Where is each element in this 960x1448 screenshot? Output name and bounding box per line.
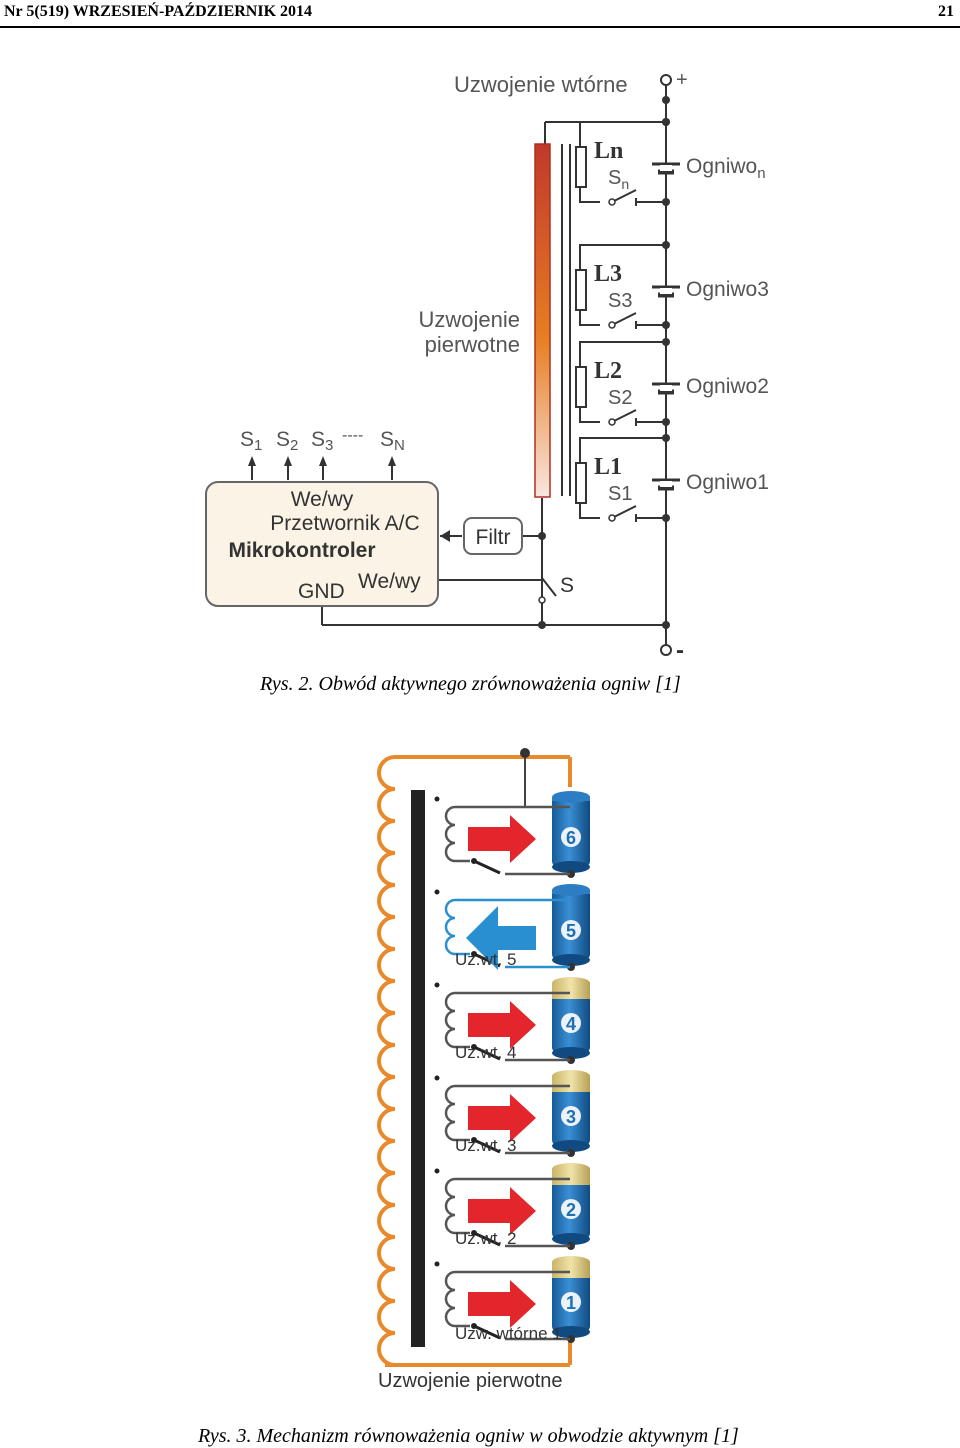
switch-label: Sn [608, 167, 629, 192]
page-number: 21 [938, 3, 954, 20]
mcu-gnd-label: GND [298, 580, 345, 603]
secondary-label: Uz.wt. 2 [455, 1229, 516, 1248]
battery-6: 6 [552, 791, 590, 878]
mcu-io2-label: We/wy [358, 570, 421, 593]
secondary-label: Uz.wt. 4 [455, 1043, 516, 1062]
battery-1: 1 [552, 1256, 590, 1343]
coil-label: L2 [594, 358, 622, 384]
red-arrow [468, 1280, 536, 1328]
secondary-label: Uzw. wtórne 1 [455, 1324, 562, 1343]
battery-number: 2 [566, 1200, 576, 1220]
battery-4: 4 [552, 977, 590, 1064]
filter-label: Filtr [476, 526, 511, 549]
secondary-winding-1 [434, 1261, 570, 1341]
mcu-name-label: Mikrokontroler [228, 539, 375, 562]
secondary-label: Uz.wt. 5 [455, 950, 516, 969]
secondary-winding-3 [434, 1075, 570, 1155]
coil-label: L1 [594, 454, 622, 480]
mcu-adc-label: Przetwornik A/C [270, 512, 419, 535]
primary-winding-label: Uzwojenie pierwotne [378, 1370, 563, 1392]
output-label: SN [380, 428, 405, 454]
cell-label: Ogniwo2 [686, 375, 769, 398]
red-arrow [468, 1187, 536, 1235]
minus-terminal: - [676, 637, 684, 664]
secondary-label: Uz.wt. 3 [455, 1136, 516, 1155]
battery-number: 4 [566, 1014, 576, 1034]
main-switch-label: S [560, 574, 574, 597]
red-arrow [468, 815, 536, 863]
microcontroller-box [205, 481, 439, 607]
battery-number: 3 [566, 1107, 576, 1127]
blue-arrow [466, 906, 536, 970]
battery-number: 1 [566, 1293, 576, 1313]
switch-label: S1 [608, 483, 632, 505]
coil-label: L3 [594, 261, 622, 287]
battery-5: 5 [552, 884, 590, 971]
secondary-winding-label: Uzwojenie wtórne [454, 72, 628, 97]
switch-label: S2 [608, 387, 632, 409]
coil-label: Ln [594, 138, 623, 164]
secondary-winding-2 [434, 1168, 570, 1248]
battery-3: 3 [552, 1070, 590, 1157]
secondary-winding-5 [434, 889, 570, 970]
figure-3-mechanism: 6 5 4 3 2 1 Uz.wt. 5 Uz.wt. 4 Uz.wt. 3 Uz.wt. 2 Uz… [377, 748, 590, 1392]
secondary-winding-4 [434, 982, 570, 1062]
secondary-winding-6 [434, 796, 570, 876]
primary-winding-label-2: pierwotne [425, 332, 520, 357]
plus-terminal: + [676, 69, 688, 91]
switch-label: S3 [608, 290, 632, 312]
battery-number: 5 [566, 921, 576, 941]
header-rule [0, 26, 960, 28]
page-header: Nr 5(519) WRZESIEŃ-PAŹDZIERNIK 2014 21 [0, 0, 960, 30]
battery-number: 6 [566, 828, 576, 848]
figure-2-caption: Rys. 2. Obwód aktywnego zrównoważenia og… [260, 673, 681, 695]
red-arrow [468, 1001, 536, 1049]
output-label: S3 [311, 428, 333, 454]
red-arrow [468, 1094, 536, 1142]
primary-winding-label-1: Uzwojenie [419, 307, 521, 332]
mcu-io-label: We/wy [291, 488, 354, 511]
outputs-ellipsis: ---- [342, 427, 363, 444]
transformer-core [411, 790, 425, 1347]
figure-3-caption: Rys. 3. Mechanizm równoważenia ogniw w o… [198, 1425, 739, 1447]
cell-label: Ogniwo3 [686, 278, 769, 301]
output-label: S1 [240, 428, 262, 454]
filter-box [463, 517, 523, 555]
cell-label: Ogniwo1 [686, 471, 769, 494]
battery-2: 2 [552, 1163, 590, 1250]
issue-label: Nr 5(519) WRZESIEŃ-PAŹDZIERNIK 2014 [4, 3, 313, 20]
cell-label: Ogniwon [686, 155, 766, 182]
output-label: S2 [276, 428, 298, 454]
